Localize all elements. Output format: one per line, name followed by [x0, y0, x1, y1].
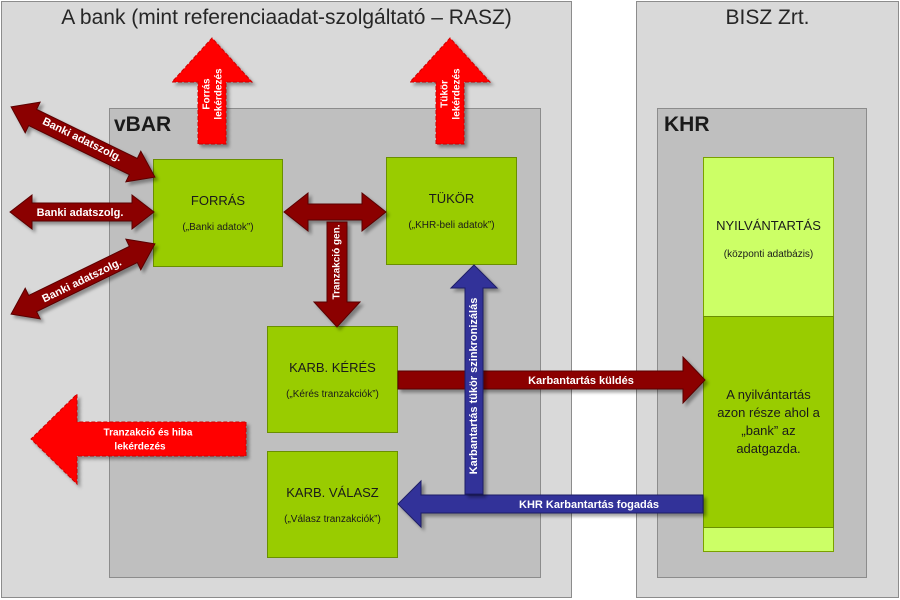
khr-title: KHR — [664, 113, 710, 136]
karb-valasz-box: KARB. VÁLASZ („Válasz tranzakciók”) — [267, 451, 398, 558]
tukor-szinkron-label: Karbantartás tükör szinkronizálás — [468, 298, 480, 475]
adatgazda-line-4: adatgazda. — [736, 441, 801, 456]
vbar-title: vBAR — [114, 113, 172, 136]
tukor-lekerdezes-arrow: Tükör lekérdezés — [408, 37, 492, 145]
karbantartas-kuldes-arrow: Karbantartás küldés — [397, 355, 706, 405]
forras-box: FORRÁS („Banki adatok”) — [153, 159, 283, 267]
forras-lekerdezes-arrow: Forrás lekérdezés — [170, 37, 254, 145]
khr-fogadas-arrow: KHR Karbantartás fogadás — [397, 479, 704, 529]
tranzakcio-gen-arrow: Tranzakció gen. — [312, 221, 362, 328]
nyilvantartas-subtitle: (központi adatbázis) — [723, 249, 814, 260]
hiba-lekerdezes-label-1: Tranzakció és hiba — [104, 428, 193, 439]
forras-tukor-arrow — [283, 191, 387, 233]
tukor-title: TÜKÖR — [428, 191, 475, 206]
adatgazda-line-1: A nyilvántartás — [726, 387, 811, 402]
karb-keres-subtitle: („Kérés tranzakciók”) — [286, 388, 379, 400]
karb-keres-title: KARB. KÉRÉS — [289, 359, 376, 375]
banki-adatszolg-label-2: Banki adatszolg. — [37, 207, 124, 219]
hiba-lekerdezes-label-2: lekérdezés — [114, 442, 166, 453]
karb-valasz-title: KARB. VÁLASZ — [286, 484, 379, 500]
forras-title: FORRÁS — [190, 193, 246, 208]
karb-valasz-subtitle: („Válasz tranzakciók”) — [284, 513, 381, 525]
tukor-lekerdezes-label-2: lekérdezés — [452, 68, 463, 120]
tukor-box: TÜKÖR („KHR-beli adatok”) — [386, 157, 517, 265]
banki-adatszolg-arrow-1: Banki adatszolg. — [10, 101, 156, 183]
adatgazda-line-3: „bank” az — [741, 423, 796, 438]
bisz-panel-title: BISZ Zrt. — [725, 6, 810, 29]
adatgazda-box: A nyilvántartás azon része ahol a „bank”… — [703, 316, 834, 528]
banki-adatszolg-label-3: Banki adatszolg. — [40, 256, 123, 305]
hiba-lekerdezes-arrow: Tranzakció és hiba lekérdezés — [30, 392, 247, 486]
tranzakcio-gen-label: Tranzakció gen. — [332, 224, 343, 299]
adatgazda-line-2: azon része ahol a — [717, 405, 820, 420]
banki-adatszolg-arrow-2: Banki adatszolg. — [9, 193, 155, 231]
forras-lekerdezes-label-2: lekérdezés — [214, 68, 225, 120]
karbantartas-kuldes-label: Karbantartás küldés — [528, 375, 634, 387]
forras-lekerdezes-label-1: Forrás — [202, 78, 213, 110]
tukor-lekerdezes-label-1: Tükör — [440, 80, 451, 108]
forras-subtitle: („Banki adatok”) — [182, 222, 254, 233]
banki-adatszolg-label-1: Banki adatszolg. — [40, 115, 123, 164]
tukor-subtitle: („KHR-beli adatok”) — [408, 220, 495, 231]
karb-keres-box: KARB. KÉRÉS („Kérés tranzakciók”) — [267, 326, 398, 433]
tukor-szinkron-arrow: Karbantartás tükör szinkronizálás — [449, 264, 499, 495]
banki-adatszolg-arrow-3: Banki adatszolg. — [10, 238, 156, 320]
bank-panel-title: A bank (mint referenciaadat-szolgáltató … — [61, 6, 512, 29]
khr-fogadas-label: KHR Karbantartás fogadás — [519, 499, 659, 511]
nyilvantartas-title: NYILVÁNTARTÁS — [716, 218, 821, 233]
